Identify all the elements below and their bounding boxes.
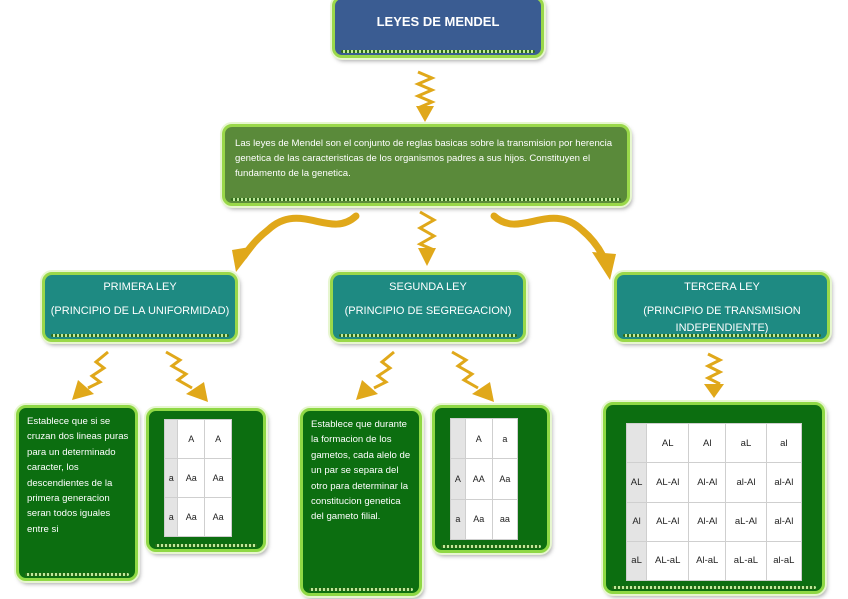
table-cell: Al-Al: [688, 501, 727, 542]
first-law-principle: (PRINCIPIO DE LA UNIFORMIDAD): [50, 305, 230, 317]
third-law-name: TERCERA LEY: [684, 281, 760, 293]
third-law-principle: (PRINCIPIO DE TRANSMISION INDEPENDIENTE): [643, 305, 801, 334]
second-law-description: Establece que durante la formacion de lo…: [311, 419, 411, 523]
title-box: LEYES DE MENDEL: [332, 0, 544, 58]
description-text: Las leyes de Mendel son el conjunto de r…: [235, 138, 613, 179]
table-cell: Al-Al: [688, 462, 727, 503]
second-law-description-box: Establece que durante la formacion de lo…: [300, 408, 422, 596]
table-cell: aL-aL: [725, 540, 767, 582]
first-law-description: Establece que si se cruzan dos lineas pu…: [27, 416, 129, 535]
description-box: Las leyes de Mendel son el conjunto de r…: [222, 124, 630, 206]
table-cell: a: [491, 417, 519, 460]
second-law-box: SEGUNDA LEY (PRINCIPIO DE SEGREGACION): [330, 272, 526, 342]
table-cell: al-aL: [765, 540, 803, 582]
spring-arrow-law3: [704, 352, 724, 386]
table-cell: Aa: [177, 458, 206, 498]
curved-arrow-right: [490, 212, 608, 262]
third-law-box: TERCERA LEY (PRINCIPIO DE TRANSMISION IN…: [614, 272, 830, 342]
table-cell: Al: [688, 422, 727, 464]
table-cell: [625, 422, 648, 464]
table-cell: AL-aL: [646, 540, 690, 582]
table-cell: AL-Al: [646, 501, 690, 542]
table-cell: A: [204, 419, 232, 459]
diagram-title: LEYES DE MENDEL: [376, 14, 500, 29]
table-cell: A: [464, 417, 493, 460]
table-cell: al-Al: [725, 462, 767, 503]
table-cell: [450, 417, 466, 460]
table-cell: al-Al: [765, 501, 803, 542]
table-cell: [163, 419, 179, 459]
table-cell: AL-Al: [646, 462, 690, 503]
table-cell: Al: [625, 501, 648, 542]
first-law-box: PRIMERA LEY (PRINCIPIO DE LA UNIFORMIDAD…: [42, 272, 238, 342]
table-cell: A: [450, 458, 466, 500]
spring-arrow-law2-left: [373, 350, 395, 390]
curved-arrow-left: [240, 212, 360, 260]
first-law-description-box: Establece que si se cruzan dos lineas pu…: [16, 405, 138, 581]
spring-arrow-law2-right: [451, 350, 479, 390]
table-cell: Aa: [204, 497, 232, 537]
table-cell: aL-Al: [725, 501, 767, 542]
table-cell: a: [163, 458, 179, 498]
table-cell: a: [163, 497, 179, 537]
table-cell: al: [765, 422, 803, 464]
table-cell: al-Al: [765, 462, 803, 503]
table-cell: AL: [646, 422, 690, 464]
spring-arrow-title: [414, 70, 436, 110]
spring-arrow-law1-left: [87, 350, 109, 390]
table-cell: Aa: [491, 458, 519, 500]
table-cell: aL: [725, 422, 767, 464]
table-cell: AL: [625, 462, 648, 503]
second-law-name: SEGUNDA LEY: [389, 281, 467, 293]
table-cell: AA: [464, 458, 493, 500]
table-cell: Aa: [177, 497, 206, 537]
table-cell: aa: [491, 498, 519, 541]
table-cell: A: [177, 419, 206, 459]
table-cell: Al-aL: [688, 540, 727, 582]
spring-arrow-center: [416, 210, 438, 252]
second-law-principle: (PRINCIPIO DE SEGREGACION): [344, 305, 512, 317]
table-cell: Aa: [204, 458, 232, 498]
first-law-name: PRIMERA LEY: [103, 281, 177, 293]
table-cell: a: [450, 498, 466, 541]
table-cell: aL: [625, 540, 648, 582]
table-cell: Aa: [464, 498, 493, 541]
spring-arrow-law1-right: [165, 350, 193, 390]
